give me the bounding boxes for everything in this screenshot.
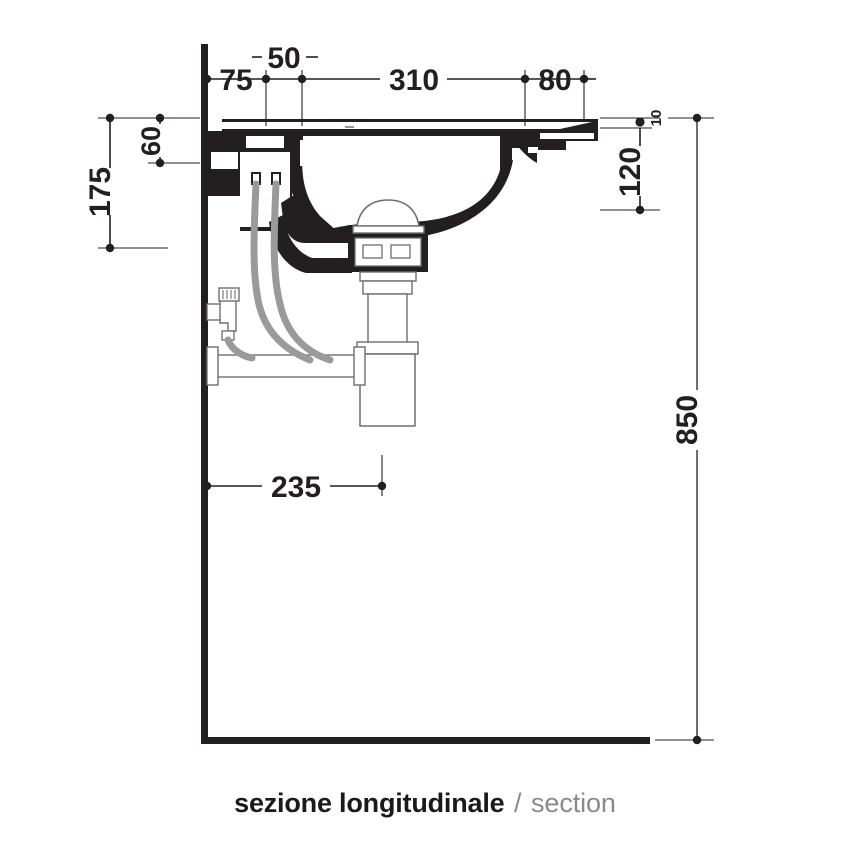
mounting-bracket — [208, 131, 309, 231]
dim-label-310: 310 — [389, 64, 439, 97]
overflow-duct-lower — [269, 215, 352, 273]
dim-label-50: 50 — [267, 42, 300, 75]
basin-right-flange-slot — [540, 133, 594, 139]
caption-english: section — [531, 788, 616, 818]
dim-label-120: 120 — [614, 147, 647, 197]
tailpipe-tube — [367, 293, 408, 347]
basin-center-mark — [345, 126, 354, 128]
dim-label-75: 75 — [219, 64, 252, 97]
tailpipe — [362, 280, 413, 347]
dim-label-235: 235 — [271, 471, 321, 504]
tailpipe-upper-collar — [362, 280, 413, 295]
waste-port-right — [390, 244, 411, 259]
caption-italian: sezione longitudinale — [234, 788, 505, 818]
waste-pipe-trap-flange — [353, 346, 366, 386]
wall — [201, 44, 208, 744]
valve-handle — [218, 287, 240, 302]
waste-pipe — [206, 346, 366, 386]
pop-up-waste — [348, 199, 428, 282]
supply-hose-hot — [250, 180, 314, 364]
dim-label-175: 175 — [84, 167, 117, 217]
right-tick-dots — [635, 117, 645, 215]
waste-port-left — [362, 244, 383, 259]
dimension-lines: 75 50 310 80 — [84, 42, 714, 745]
overflow-channel — [269, 196, 352, 273]
basin-right-flange-notch — [528, 147, 538, 153]
floor — [201, 737, 650, 744]
bottle-trap — [356, 341, 419, 427]
bracket-rib — [300, 140, 309, 166]
waste-pipe-tube — [212, 354, 364, 378]
waste-flange — [359, 271, 417, 282]
right-extension-lines — [600, 117, 660, 211]
dim-235-tick-dots — [202, 481, 387, 491]
figure-caption: sezione longitudinale / section — [0, 786, 850, 820]
trap-top-collar — [356, 341, 419, 355]
valve-hose — [224, 336, 256, 362]
bracket-cutout-left — [211, 152, 238, 169]
dim-label-850: 850 — [671, 395, 704, 445]
dim-850-extension — [655, 117, 714, 741]
supply-hose-cold — [270, 180, 334, 364]
bracket-cutout-upper — [246, 136, 284, 148]
basin-section-fill — [208, 119, 598, 240]
dim-850-tick-dots — [692, 113, 702, 745]
waste-dome-cap — [356, 199, 420, 227]
trap-body — [359, 353, 416, 427]
angle-valve — [206, 287, 240, 341]
valve-handle-knurl — [222, 290, 236, 299]
valve-body — [219, 299, 237, 332]
waste-seat-plate — [352, 225, 425, 234]
dim-label-60: 60 — [136, 126, 166, 156]
caption-separator: / — [513, 788, 522, 818]
top-tick-dots — [202, 74, 589, 84]
left-tick-dots — [105, 113, 165, 253]
basin-inner-wall-left — [286, 136, 338, 236]
supply-hoses — [224, 180, 334, 364]
dim-label-80: 80 — [538, 64, 571, 97]
overflow-duct — [281, 196, 352, 243]
dim-label-10: 10 — [648, 110, 665, 127]
wall-and-floor — [201, 44, 650, 744]
basin-rim-highlight — [222, 122, 592, 129]
waste-pipe-wall-flange — [206, 346, 219, 386]
